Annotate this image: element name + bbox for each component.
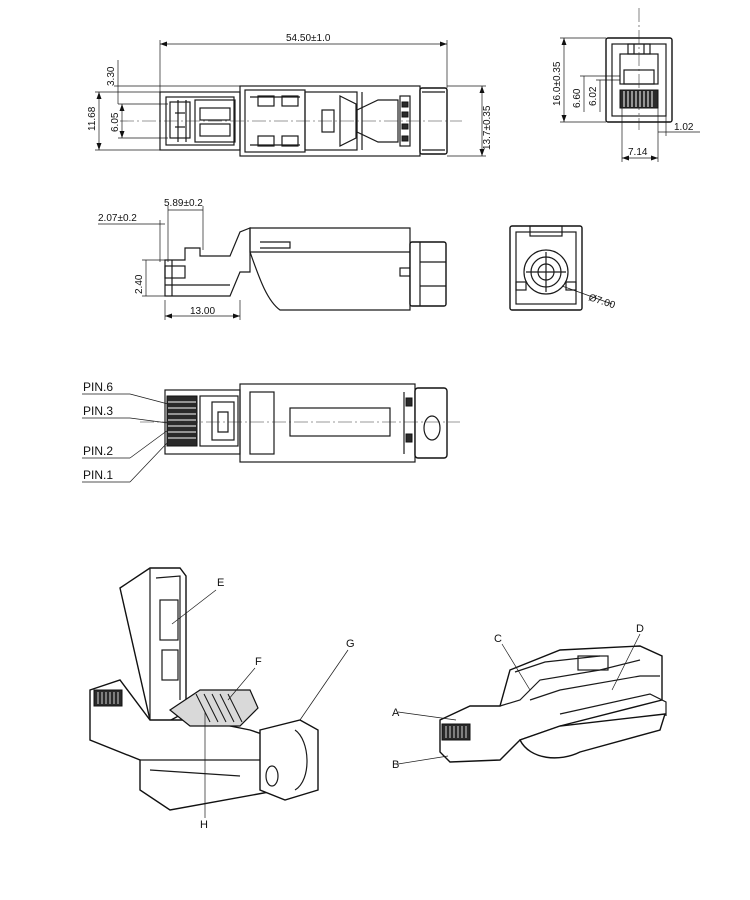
dim-tip-height: 2.40 — [134, 274, 145, 294]
dim-tip-a: 2.07±0.2 — [98, 213, 137, 224]
callout-h: H — [200, 819, 208, 831]
open-isometric-view: E F G H — [89, 567, 355, 831]
dim-end-inner-b: 6.02 — [588, 86, 599, 106]
pin-1-label: PIN.1 — [83, 468, 113, 482]
dim-end-inner-a: 6.60 — [572, 88, 583, 108]
end-view: 16.0±0.35 6.60 6.02 1.02 7.14 — [552, 8, 700, 162]
callout-b: B — [392, 759, 399, 771]
pin-6-label: PIN.6 — [83, 380, 113, 394]
callout-a: A — [392, 707, 400, 719]
dim-body-height: 13.7±0.35 — [482, 105, 493, 150]
closed-isometric-view: A B C D — [392, 623, 667, 771]
dim-tip-b: 5.89±0.2 — [164, 198, 203, 209]
callout-f: F — [255, 656, 262, 668]
dim-end-height: 16.0±0.35 — [552, 61, 563, 106]
dim-tip-length: 13.00 — [190, 306, 215, 317]
pin-3-label: PIN.3 — [83, 404, 113, 418]
dim-overall-length: 54.50±1.0 — [286, 33, 331, 44]
callout-e: E — [217, 577, 224, 589]
dim-top-offset: 3.30 — [106, 66, 117, 86]
dim-plug-inner: 6.05 — [110, 112, 121, 132]
pin-view: PIN.6 PIN.3 PIN.2 PIN.1 — [82, 380, 460, 483]
callout-c: C — [494, 633, 502, 645]
dim-end-offset: 1.02 — [674, 122, 694, 133]
rear-view: Ø7.00 — [509, 225, 617, 311]
dim-end-width: 7.14 — [628, 147, 648, 158]
side-view: 2.07±0.2 5.89±0.2 2.40 13.00 — [98, 198, 447, 320]
dim-plug-height: 11.68 — [87, 106, 98, 131]
top-view: 54.50±1.0 — [87, 33, 493, 157]
callout-g: G — [346, 638, 355, 650]
pin-2-label: PIN.2 — [83, 444, 113, 458]
dim-cable-dia: Ø7.00 — [587, 292, 617, 311]
callout-d: D — [636, 623, 644, 635]
